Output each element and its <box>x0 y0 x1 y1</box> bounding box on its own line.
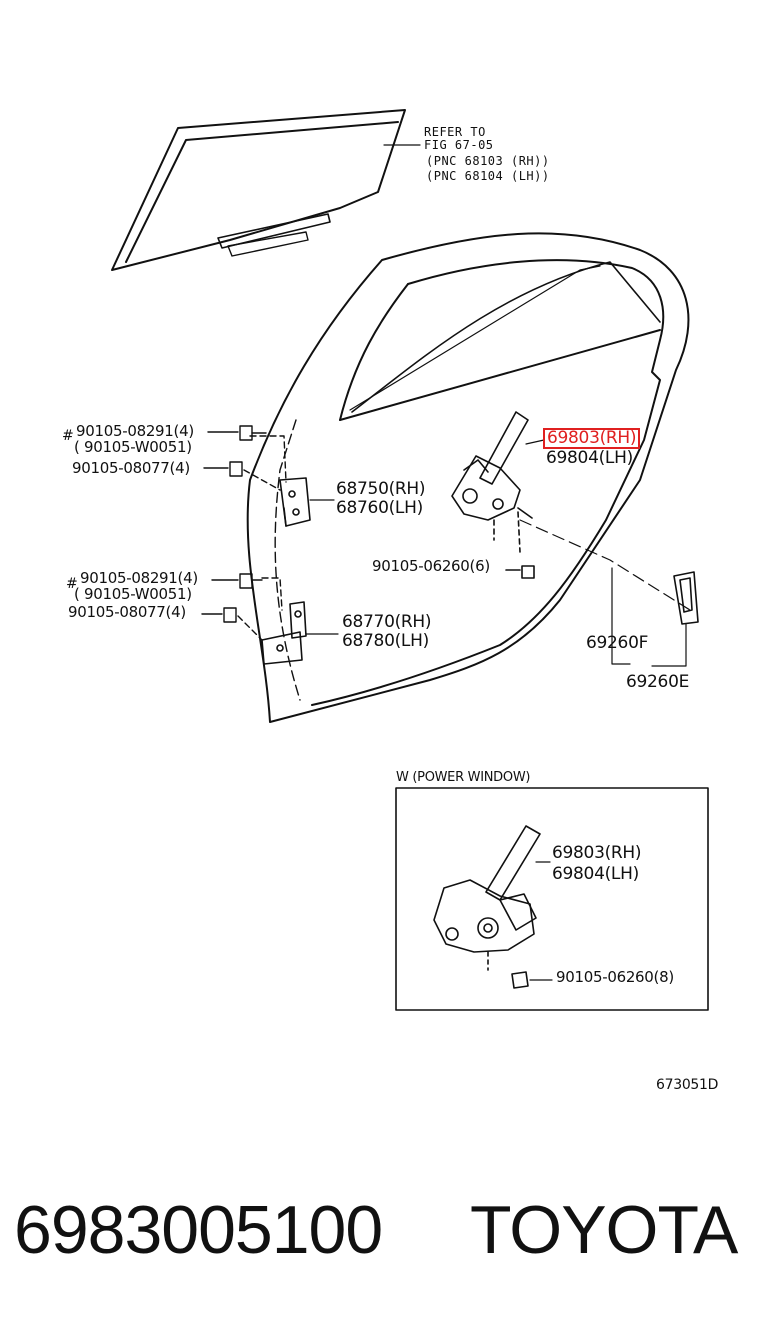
regulator-lh-label: 69804(LH) <box>546 448 633 468</box>
footer-brand: TOYOTA <box>470 1192 738 1268</box>
bolt-lower-1-alt-label: ( 90105-W0051) <box>74 585 192 603</box>
bolt-upper-1-label: 90105-08291(4) <box>76 422 194 440</box>
refer-note-line4: (PNC 68104 (LH)) <box>426 169 550 183</box>
door-frame <box>246 232 690 723</box>
window-regulator <box>451 411 545 579</box>
refer-note-line1: REFER TO <box>424 125 486 139</box>
inset-frame <box>395 787 709 1011</box>
inset-regulator-lh-label: 69804(LH) <box>552 864 639 884</box>
bolt-regulator-label: 90105-06260(6) <box>372 557 490 575</box>
regulator-rh-label-highlighted: 69803(RH) <box>543 428 641 449</box>
bolt-upper-1-alt-label: ( 90105-W0051) <box>74 438 192 456</box>
upper-bolts <box>203 425 287 491</box>
lower-hinge <box>261 601 339 665</box>
handle-part-f-label: 69260F <box>586 633 649 653</box>
bolt-upper-2-label: 90105-08077(4) <box>72 459 190 477</box>
figure-code: 673051D <box>656 1077 719 1093</box>
inset-regulator <box>433 825 553 989</box>
hinge-upper-rh-label: 68750(RH) <box>336 479 426 499</box>
inset-title: W (POWER WINDOW) <box>396 770 531 785</box>
door-glass <box>111 109 406 271</box>
inside-handle <box>611 567 699 667</box>
refer-note-line2: FIG 67-05 <box>424 138 494 152</box>
bolt-lower-1-mark: # <box>66 576 78 592</box>
refer-note-line3: (PNC 68103 (RH)) <box>426 154 550 168</box>
bolt-upper-1-mark: # <box>62 428 74 444</box>
hinge-lower-rh-label: 68770(RH) <box>342 612 432 632</box>
bolt-lower-2-label: 90105-08077(4) <box>68 603 186 621</box>
hinge-lower-lh-label: 68780(LH) <box>342 631 429 651</box>
footer-part-number: 6983005100 <box>14 1192 383 1268</box>
inset-bolt-label: 90105-06260(8) <box>556 968 674 986</box>
handle-part-e-label: 69260E <box>626 672 690 692</box>
inset-regulator-rh-label: 69803(RH) <box>552 843 642 863</box>
upper-hinge <box>279 477 335 527</box>
hinge-upper-lh-label: 68760(LH) <box>336 498 423 518</box>
bolt-lower-1-label: 90105-08291(4) <box>80 569 198 587</box>
lower-bolts <box>201 573 283 641</box>
